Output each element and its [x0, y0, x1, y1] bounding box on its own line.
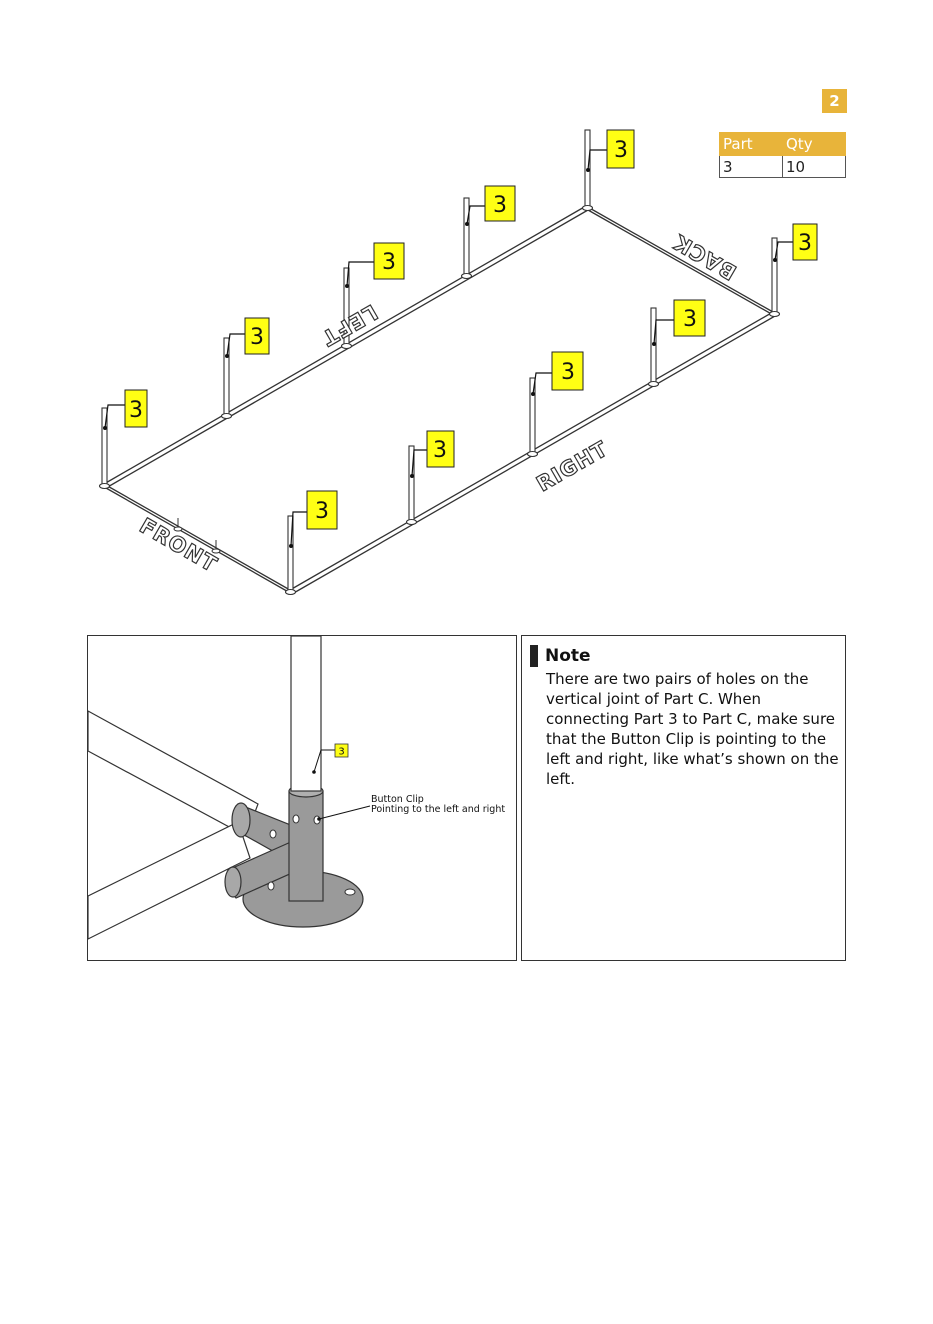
joint-detail-illustration: 3 Button Clip Pointing to the left and r… [88, 636, 505, 940]
post-3 [340, 267, 353, 350]
part-label-3: 3 [373, 242, 405, 280]
part-label-7: 3 [673, 299, 706, 337]
part-label-8: 3 [551, 351, 584, 391]
part-label-1: 3 [124, 389, 148, 428]
vertical-joint-sleeve [288, 790, 324, 902]
step-number-badge: 2 [822, 89, 847, 113]
part-label-4: 3 [484, 185, 516, 222]
parts-table-cell-part: 3 [719, 155, 783, 178]
vertical-pole-part-3 [290, 636, 322, 792]
svg-text:3: 3 [250, 325, 264, 350]
parts-quantity-table: Part Qty 3 10 [719, 132, 846, 178]
button-clip-detail-panel: 3 Button Clip Pointing to the left and r… [87, 635, 517, 961]
post-8 [526, 377, 539, 458]
svg-text:3: 3 [614, 138, 628, 163]
note-body: There are two pairs of holes on the vert… [546, 670, 839, 788]
post-6 [768, 237, 781, 318]
note-marker-bar [530, 645, 538, 667]
part-label-10: 3 [306, 490, 338, 530]
detail-part-label-box [334, 743, 349, 758]
post-10 [284, 515, 297, 596]
vertical-posts [98, 129, 781, 596]
frame-overview-diagram: 3 3 3 3 3 3 3 3 3 3 FRONT BACK LEFT RIGH… [98, 129, 818, 596]
detail-part-label: 3 [338, 747, 344, 758]
parts-table-cell-qty: 10 [782, 155, 846, 178]
button-clip-hole-left [292, 814, 300, 824]
lower-tube [88, 821, 251, 940]
table-row: 3 10 [719, 155, 846, 178]
svg-text:3: 3 [561, 360, 575, 385]
svg-text:3: 3 [798, 231, 812, 256]
parts-table-header-part: Part [719, 132, 783, 156]
part-label-2: 3 [244, 317, 270, 355]
leader-lines [104, 149, 793, 547]
post-2 [220, 337, 233, 420]
post-7 [647, 307, 660, 388]
note-panel: Note There are two pairs of holes on the… [521, 635, 846, 961]
frame-outline [103, 205, 776, 595]
part-label-6: 3 [792, 223, 818, 261]
svg-text:3: 3 [129, 398, 143, 423]
leader-dots [103, 168, 777, 548]
button-clip-callout-line1: Button Clip [371, 794, 424, 805]
part-label-5: 3 [606, 129, 635, 169]
svg-text:3: 3 [315, 499, 329, 524]
post-4 [460, 197, 473, 280]
part-label-9: 3 [426, 430, 455, 468]
post-9 [405, 445, 418, 526]
direction-label-right: RIGHT [533, 436, 613, 496]
note-title: Note [545, 646, 591, 666]
svg-text:3: 3 [493, 193, 507, 218]
svg-text:3: 3 [683, 307, 697, 332]
svg-text:3: 3 [382, 250, 396, 275]
button-clip-callout-line2: Pointing to the left and right [371, 804, 505, 815]
note-header: Note [530, 645, 837, 667]
svg-text:3: 3 [433, 438, 447, 463]
base-plate-hole [344, 888, 356, 896]
post-1 [98, 407, 111, 490]
front-edge-feet [173, 518, 221, 554]
